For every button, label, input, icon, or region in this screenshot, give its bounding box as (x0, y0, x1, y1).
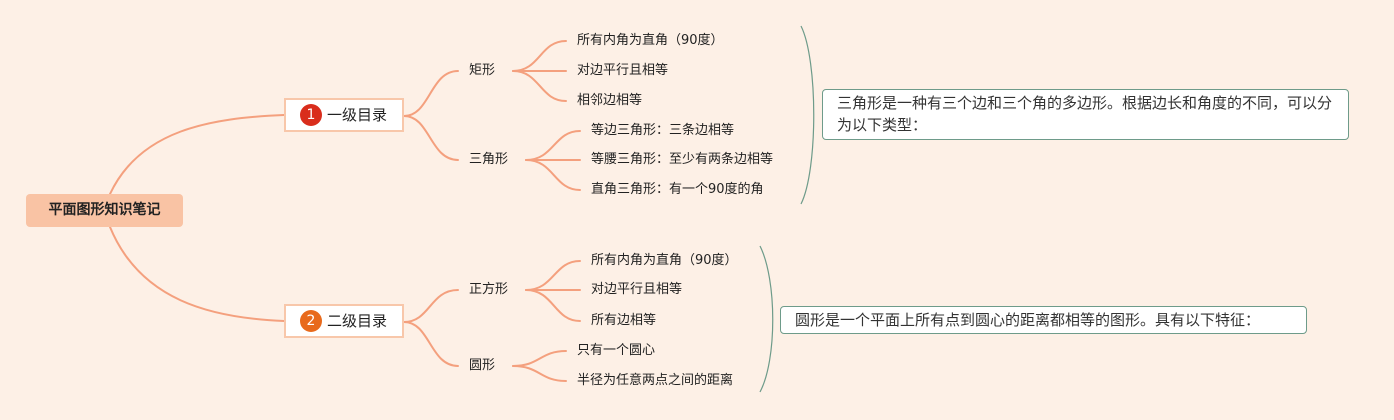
link-root-level1-2 (109, 226, 285, 322)
root-node[interactable]: 平面图形知识笔记 (26, 194, 183, 227)
level2-node-square[interactable]: 正方形 (469, 282, 509, 297)
leaf-square-1[interactable]: 所有内角为直角（90度） (591, 253, 738, 268)
link-circle-leaf-2 (512, 365, 567, 382)
link-root-level1-1 (109, 114, 285, 195)
leaf-rect-1[interactable]: 所有内角为直角（90度） (577, 33, 724, 48)
leaf-tri-3[interactable]: 直角三角形：有一个90度的角 (591, 182, 764, 197)
level2-node-triangle[interactable]: 三角形 (469, 152, 509, 167)
link-level1-2-square (403, 289, 459, 323)
leaf-circle-1[interactable]: 只有一个圆心 (577, 343, 656, 358)
link-tri-leaf-3 (525, 159, 581, 191)
link-level1-1-rect (403, 70, 459, 117)
link-square-leaf-1 (525, 260, 581, 291)
level1-node-1[interactable]: 1 一级目录 (284, 98, 404, 132)
number-badge-1: 1 (300, 104, 322, 126)
level1-node-2[interactable]: 2 二级目录 (284, 304, 404, 338)
link-level1-2-circle (403, 321, 459, 367)
level1-label-2: 二级目录 (327, 312, 388, 330)
link-rect-leaf-1 (512, 40, 567, 72)
bracket-triangle (800, 25, 815, 205)
leaf-rect-3[interactable]: 相邻边相等 (577, 93, 643, 108)
bracket-circle (759, 245, 774, 393)
number-badge-2: 2 (300, 310, 322, 332)
link-square-leaf-3 (525, 289, 581, 322)
leaf-tri-2[interactable]: 等腰三角形：至少有两条边相等 (591, 152, 774, 167)
level2-node-circle[interactable]: 圆形 (469, 358, 496, 373)
leaf-circle-2[interactable]: 半径为任意两点之间的距离 (577, 373, 734, 388)
note-circle: 圆形是一个平面上所有点到圆心的距离都相等的图形。具有以下特征： (780, 306, 1307, 334)
link-circle-leaf-1 (512, 350, 567, 367)
leaf-rect-2[interactable]: 对边平行且相等 (577, 63, 669, 78)
leaf-square-2[interactable]: 对边平行且相等 (591, 282, 683, 297)
link-tri-leaf-1 (525, 130, 581, 161)
leaf-square-3[interactable]: 所有边相等 (591, 313, 657, 328)
note-triangle: 三角形是一种有三个边和三个角的多边形。根据边长和角度的不同，可以分为以下类型： (822, 89, 1349, 140)
level2-node-rectangle[interactable]: 矩形 (469, 63, 496, 78)
link-rect-leaf-3 (512, 70, 567, 102)
leaf-tri-1[interactable]: 等边三角形：三条边相等 (591, 123, 735, 138)
level1-label-1: 一级目录 (327, 106, 388, 124)
link-level1-1-tri (403, 115, 459, 161)
